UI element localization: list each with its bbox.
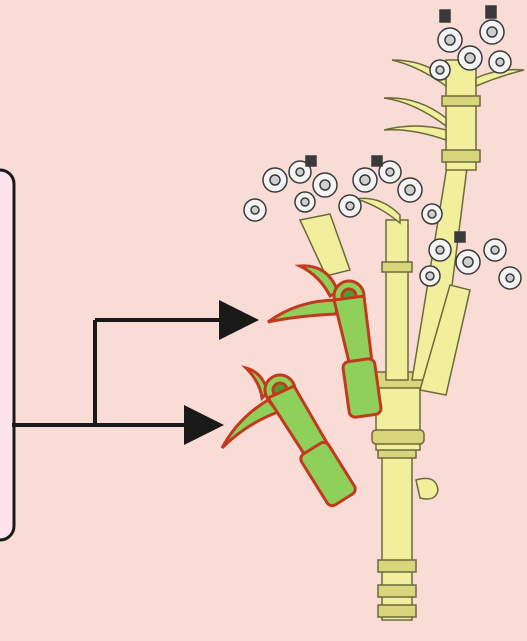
valve-cluster-top [430, 6, 511, 80]
connector-arrows [12, 320, 255, 425]
callout-box [0, 170, 14, 540]
stem-assembly-icon [300, 60, 524, 620]
highlighted-branch-icon [222, 266, 382, 508]
valve-cluster-right [420, 232, 521, 289]
valve-cluster-icon [244, 6, 521, 289]
lower-highlighted-branch [222, 368, 357, 508]
valve-cluster-left [244, 156, 337, 221]
